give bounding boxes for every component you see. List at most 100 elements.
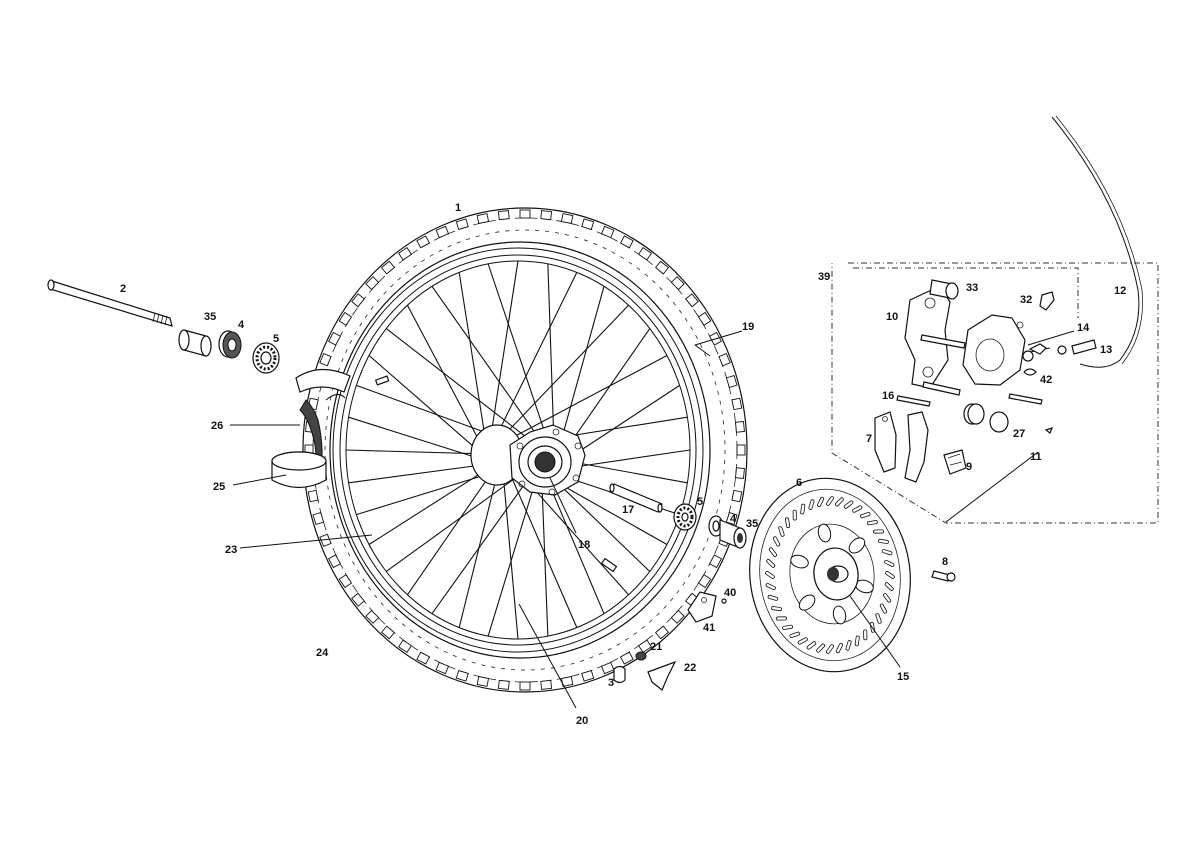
callout-18: 18 (578, 539, 590, 551)
tyre-knob (307, 489, 319, 503)
disc-slot (873, 529, 884, 534)
disc-slot (782, 624, 793, 630)
pad-clip-9 (943, 449, 967, 475)
tyre-knob (365, 276, 380, 291)
spoke (561, 328, 651, 456)
disc-slot (771, 606, 782, 612)
callout-19: 19 (742, 321, 754, 333)
spoke (558, 286, 605, 450)
callout-26: 26 (211, 420, 223, 432)
tyre-knob (600, 225, 615, 239)
callout-6: 6 (796, 477, 802, 489)
callout-5-right: 5 (697, 496, 703, 508)
tyre-knob (734, 467, 745, 479)
callout-12: 12 (1114, 285, 1126, 297)
valve-parts (613, 651, 677, 691)
disc-slot (854, 635, 860, 647)
spoke (385, 328, 537, 446)
spoke (508, 470, 578, 628)
disc-slot (817, 496, 825, 508)
tyre-knob (654, 625, 670, 640)
pistons-27 (963, 403, 1009, 433)
disc-slot (843, 500, 854, 509)
callout-20: 20 (576, 715, 588, 727)
disc-slot (878, 538, 889, 544)
callout-23: 23 (225, 544, 237, 556)
hub (470, 424, 586, 496)
disc-slot (884, 559, 895, 567)
callout-5-left: 5 (273, 333, 279, 345)
tyre-knob (365, 609, 380, 624)
callout-16: 16 (882, 390, 894, 402)
tyre-knob (637, 247, 653, 261)
spoke (458, 474, 498, 628)
tyre-knob (725, 512, 738, 526)
spoke (487, 263, 549, 443)
spoke (508, 355, 668, 441)
callout-3: 3 (608, 677, 614, 689)
spoke (406, 473, 492, 596)
callout-4-right: 4 (730, 513, 737, 525)
tyre-knob (685, 293, 699, 308)
tyre-knob (725, 374, 738, 388)
disc-slot (766, 559, 776, 568)
tyre-knob (455, 669, 469, 682)
disc-window (798, 594, 816, 611)
spoke (487, 479, 537, 637)
speedo-part-41 (687, 591, 727, 623)
tyre-knob (697, 311, 712, 326)
disc-slot (767, 594, 779, 601)
callout-32: 32 (1020, 294, 1032, 306)
callout-35-left: 35 (204, 311, 216, 323)
callout-4-left: 4 (238, 319, 245, 331)
spacer-35-right (719, 519, 747, 549)
disc-slot (808, 499, 815, 510)
tyre-knob (476, 213, 490, 224)
tyre-knob (540, 210, 553, 221)
disc-slot (816, 643, 826, 653)
spoke (502, 473, 519, 640)
callout-11: 11 (1030, 451, 1042, 463)
tyre-knob (351, 293, 365, 308)
spacer-35-left (178, 329, 212, 357)
brake-disc (749, 477, 911, 673)
disc-slot (784, 517, 791, 529)
valve-stem (600, 557, 618, 573)
callout-27: 27 (1013, 428, 1025, 440)
callout-25: 25 (213, 481, 225, 493)
disc-slot (881, 549, 893, 556)
spoke (541, 481, 549, 637)
caliper-bolts (920, 279, 1097, 434)
spoke (406, 304, 482, 446)
tyre-knob (338, 311, 353, 326)
tyre-knob (670, 276, 685, 291)
callout-7: 7 (866, 433, 872, 445)
disc-window (790, 554, 809, 569)
spoke (547, 481, 605, 614)
tyre-knob (581, 669, 595, 682)
callout-41: 41 (703, 622, 715, 634)
axle (47, 279, 173, 327)
disc-slot (768, 547, 778, 557)
spoke (458, 272, 486, 440)
tyre-knob (670, 609, 685, 624)
callout-labels: 1 2 3 4 4 5 5 6 7 8 9 10 11 12 13 14 15 … (120, 202, 1126, 727)
disc-slot (778, 526, 785, 537)
disc-slot (882, 593, 892, 603)
tyre-knob (637, 639, 653, 653)
callout-39: 39 (818, 271, 830, 283)
spoke (547, 263, 555, 445)
tyre-knob (497, 210, 510, 221)
tyre-knob (619, 651, 634, 665)
tyre-knob (654, 260, 670, 275)
disc-slot (845, 640, 852, 651)
disc-slot (772, 536, 781, 547)
bearing-5-left (252, 342, 280, 374)
tyre-knob (397, 247, 413, 261)
callout-2: 2 (120, 283, 126, 295)
tyre-knob (519, 681, 531, 691)
spoke (348, 416, 480, 460)
disc-slot (875, 613, 882, 624)
callout-14: 14 (1077, 322, 1090, 334)
tyre-knob (600, 661, 615, 675)
